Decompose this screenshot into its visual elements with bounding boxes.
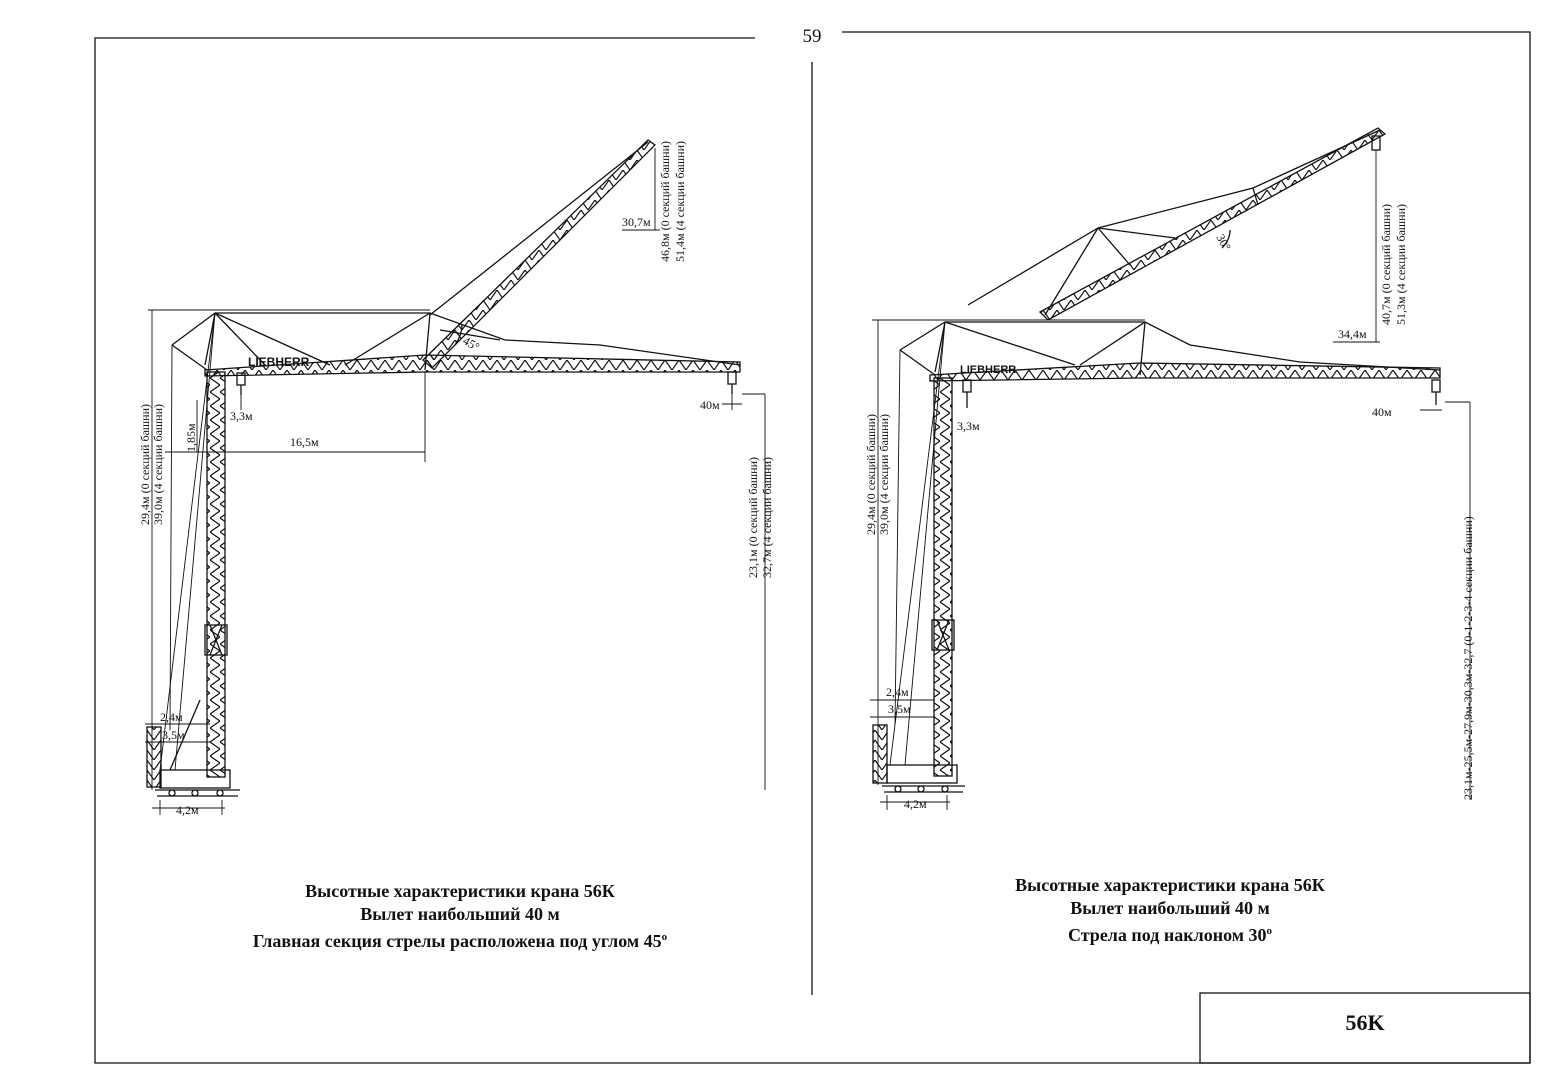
left-height-main-2: 39,0м (4 секции башни) xyxy=(151,404,165,525)
model-label: 56K xyxy=(1345,1010,1385,1035)
right-brand-logo: LIEBHERR xyxy=(960,364,1016,376)
left-caption: Высотные характеристики крана 56К Вылет … xyxy=(180,880,740,953)
right-height-main-2: 39,0м (4 секции башни) xyxy=(877,414,891,535)
right-dim-2-4: 2,4м xyxy=(886,685,909,699)
right-caption-title: Высотные характеристики крана 56К xyxy=(1015,875,1325,895)
left-crane-diagram xyxy=(145,139,766,815)
left-brand-logo: LIEBHERR xyxy=(248,355,310,369)
left-hooks xyxy=(236,371,737,395)
right-dim-40: 40м xyxy=(1372,405,1392,419)
right-crane-diagram xyxy=(870,127,1471,810)
right-hook-range: 23,1м-25,5м-27,9м-30,3м-32,7 (0-1-2-3-4 … xyxy=(1461,516,1475,800)
right-tip-height: 40,7м (0 секций башни) xyxy=(1379,204,1393,325)
left-caption-angle: Главная секция стрелы расположена под уг… xyxy=(252,931,668,951)
right-dim-4-2: 4,2м xyxy=(904,797,927,811)
left-tower xyxy=(204,371,228,778)
right-base xyxy=(872,724,965,793)
left-main-jib xyxy=(204,354,741,377)
right-tower xyxy=(931,377,955,777)
right-caption-angle: Стрела под наклоном 30o xyxy=(1067,925,1272,945)
right-main-jib xyxy=(929,362,1441,382)
right-dimension-lines xyxy=(870,150,1471,810)
left-hook-low: 23,1м (0 секций башни) xyxy=(746,457,760,578)
left-caption-title: Высотные характеристики крана 56К xyxy=(305,881,615,901)
left-guy-cables xyxy=(159,312,216,771)
right-dim-3-5: 3,5м xyxy=(888,702,911,716)
left-height-main: 29,4м (0 секций башни) xyxy=(138,404,152,525)
left-dimension-lines xyxy=(145,148,766,815)
left-dim-1-85: 1,85м xyxy=(184,423,198,452)
left-dim-3-3: 3,3м xyxy=(230,409,253,423)
left-dim-40: 40м xyxy=(700,398,720,412)
sheet-frame xyxy=(94,31,1531,1064)
left-luffing-boom xyxy=(422,139,657,369)
right-jib-struts xyxy=(872,319,1441,376)
right-height-main: 29,4м (0 секций башни) xyxy=(864,414,878,535)
left-caption-reach: Вылет наибольший 40 м xyxy=(360,904,560,924)
left-dim-3-5: 3,5м xyxy=(162,728,185,742)
right-tip-height-2: 51,3м (4 секции башни) xyxy=(1394,204,1408,325)
left-tip-height-2: 51,4м (4 секции башни) xyxy=(673,141,687,262)
left-tip-height: 46,8м (0 секций башни) xyxy=(658,141,672,262)
left-dim-4-2: 4,2м xyxy=(176,803,199,817)
right-caption-reach: Вылет наибольший 40 м xyxy=(1070,898,1270,918)
left-dim-16-5: 16,5м xyxy=(290,435,319,449)
right-dim-3-3: 3,3м xyxy=(957,419,980,433)
right-guy-cables xyxy=(889,321,946,766)
left-dim-30-7: 30,7м xyxy=(622,215,651,229)
left-dim-2-4: 2,4м xyxy=(160,710,183,724)
right-angle-30: 30° xyxy=(1213,232,1234,254)
right-luffing-boom xyxy=(967,127,1387,321)
left-hook-low-2: 32,7м (4 секции башни) xyxy=(760,457,774,578)
right-caption: Высотные характеристики крана 56К Вылет … xyxy=(910,874,1430,947)
right-dim-34-4: 34,4м xyxy=(1338,327,1367,341)
page-number: 59 xyxy=(802,26,822,47)
